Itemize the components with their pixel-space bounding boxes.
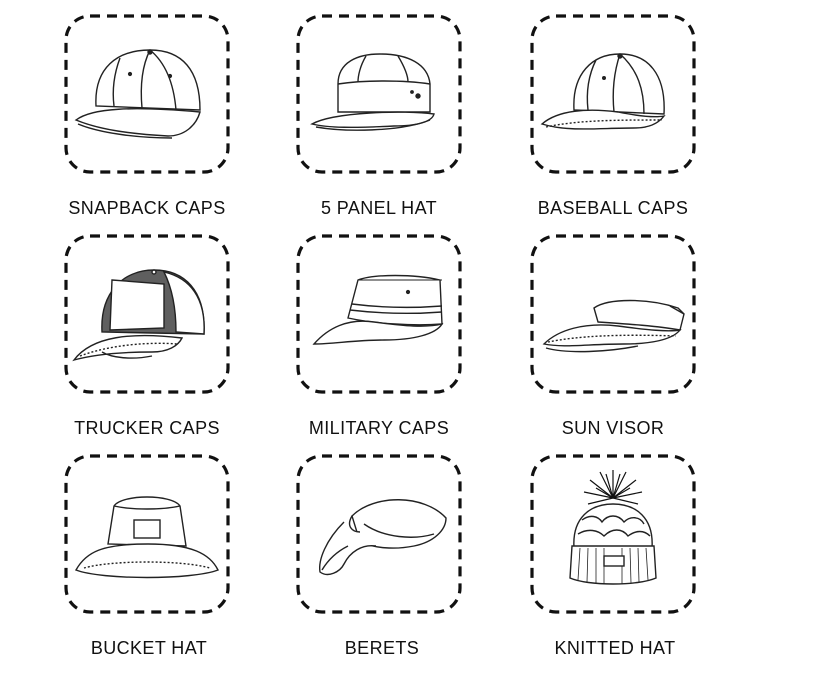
card-knitted-hat[interactable] xyxy=(530,454,696,614)
beret-icon xyxy=(319,499,447,576)
card-baseball-caps[interactable] xyxy=(530,14,696,174)
dashed-frame xyxy=(64,14,230,174)
card-snapback-caps[interactable] xyxy=(64,14,230,174)
item-label: KNITTED HAT xyxy=(554,638,676,658)
item-label: BERETS xyxy=(344,638,420,658)
dashed-frame xyxy=(530,234,696,394)
card-trucker-caps[interactable] xyxy=(64,234,230,394)
military-cap-icon xyxy=(312,274,444,345)
card-berets[interactable] xyxy=(296,454,462,614)
dashed-frame xyxy=(530,454,696,614)
dashed-frame xyxy=(296,14,462,174)
bucket-hat-icon xyxy=(74,496,219,579)
baseball-cap-icon xyxy=(540,53,666,130)
item-label: TRUCKER CAPS xyxy=(74,418,220,438)
dashed-frame xyxy=(64,454,230,614)
trucker-cap-icon xyxy=(72,269,205,362)
item-label: SUN VISOR xyxy=(561,418,665,438)
card-military-caps[interactable] xyxy=(296,234,462,394)
snapback-cap-icon xyxy=(74,49,201,139)
item-label: BASEBALL CAPS xyxy=(537,198,689,218)
dashed-frame xyxy=(530,14,696,174)
dashed-frame xyxy=(296,234,462,394)
item-label: BUCKET HAT xyxy=(90,638,208,658)
item-label: SNAPBACK CAPS xyxy=(68,198,226,218)
five-panel-hat-icon xyxy=(310,53,435,131)
dashed-frame xyxy=(296,454,462,614)
card-5-panel-hat[interactable] xyxy=(296,14,462,174)
item-label: MILITARY CAPS xyxy=(308,418,450,438)
item-label: 5 PANEL HAT xyxy=(320,198,438,218)
card-bucket-hat[interactable] xyxy=(64,454,230,614)
dashed-frame xyxy=(64,234,230,394)
knitted-hat-icon xyxy=(569,470,657,585)
sun-visor-icon xyxy=(542,299,685,353)
card-sun-visor[interactable] xyxy=(530,234,696,394)
